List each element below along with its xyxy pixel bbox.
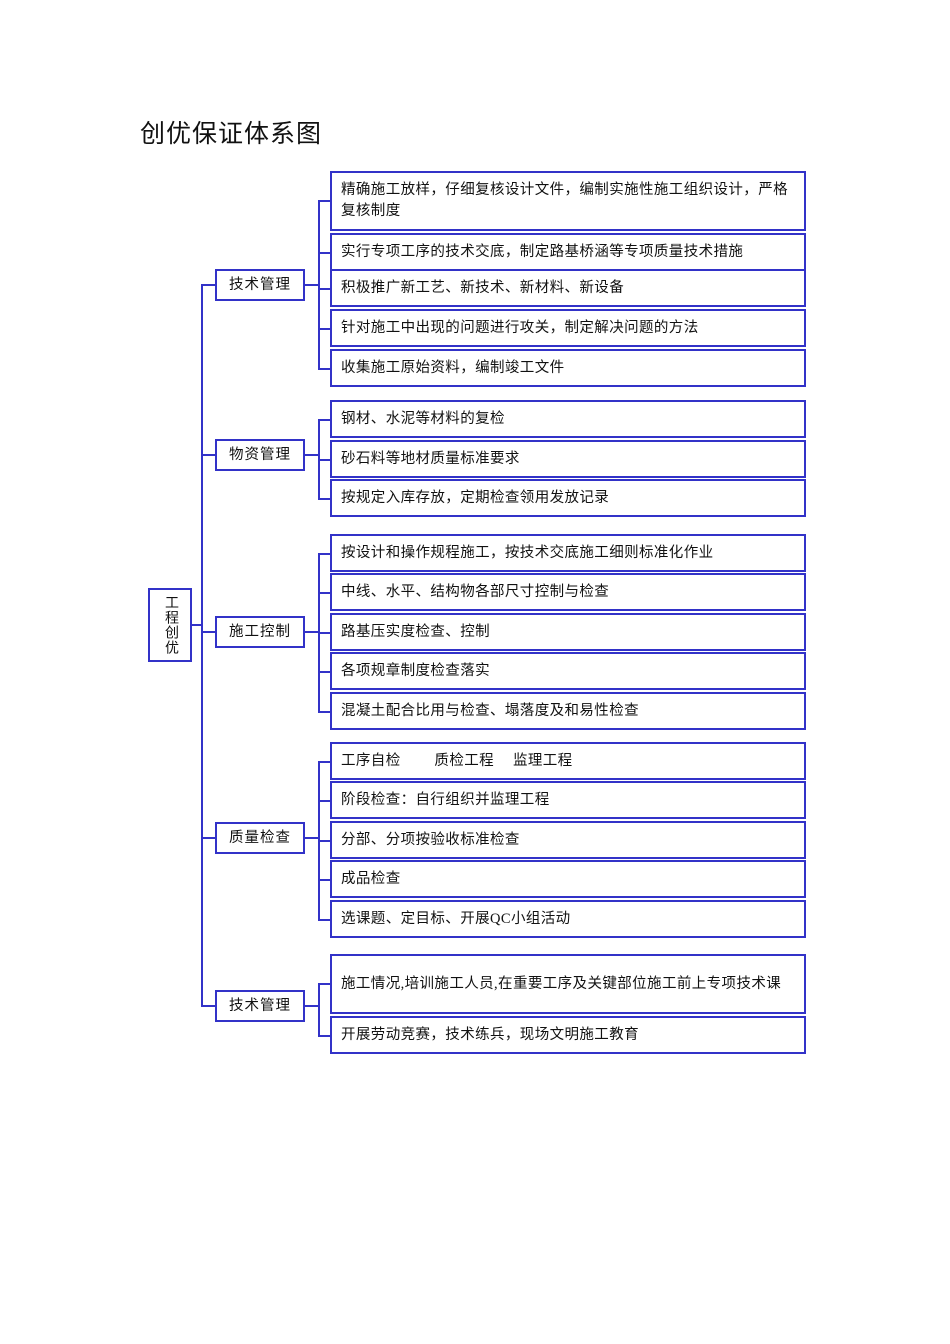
leaf-node-3-4[interactable]: 各项规章制度检查落实 <box>330 652 806 690</box>
root-node-label: 工程创优 <box>163 595 178 655</box>
category-node-1[interactable]: 技术管理 <box>215 269 305 301</box>
category-node-1-label: 技术管理 <box>229 276 291 293</box>
category-node-2[interactable]: 物资管理 <box>215 439 305 471</box>
leaf-node-1-1-label: 精确施工放样，仔细复核设计文件，编制实施性施工组织设计，严格复核制度 <box>341 182 788 219</box>
leaf-node-1-5-label: 收集施工原始资料，编制竣工文件 <box>341 359 565 376</box>
leaf-node-3-1-label: 按设计和操作规程施工，按技术交底施工细则标准化作业 <box>341 544 714 561</box>
leaf-node-4-3[interactable]: 分部、分项按验收标准检查 <box>330 821 806 859</box>
leaf-node-3-1[interactable]: 按设计和操作规程施工，按技术交底施工细则标准化作业 <box>330 534 806 572</box>
leaf-node-4-4-label: 成品检查 <box>341 870 401 887</box>
leaf-node-1-3[interactable]: 积极推广新工艺、新技术、新材料、新设备 <box>330 269 806 307</box>
leaf-node-1-4-label: 针对施工中出现的问题进行攻关，制定解决问题的方法 <box>341 319 699 336</box>
connector-spine-to-branch-3 <box>201 631 215 633</box>
connector-branch-5-out <box>305 1005 319 1007</box>
connector-branch-1-bracket <box>318 200 320 368</box>
connector-spine-to-branch-2 <box>201 454 215 456</box>
connector-branch-4-out <box>305 837 319 839</box>
connector-branch-4-stub-3 <box>318 840 331 842</box>
leaf-node-3-4-label: 各项规章制度检查落实 <box>341 662 490 679</box>
connector-branch-2-bracket <box>318 419 320 498</box>
leaf-node-3-5[interactable]: 混凝土配合比用与检查、塌落度及和易性检查 <box>330 692 806 730</box>
leaf-node-3-3[interactable]: 路基压实度检查、控制 <box>330 613 806 651</box>
leaf-node-5-1[interactable]: 施工情况,培训施工人员,在重要工序及关键部位施工前上专项技术课 <box>330 954 806 1014</box>
connector-branch-1-stub-2 <box>318 252 331 254</box>
connector-branch-1-stub-4 <box>318 328 331 330</box>
leaf-node-4-1[interactable]: 工序自检 质检工程 监理工程 <box>330 742 806 780</box>
connector-branch-2-stub-1 <box>318 419 331 421</box>
connector-branch-4-stub-4 <box>318 879 331 881</box>
category-node-5-label: 技术管理 <box>229 997 291 1014</box>
connector-branch-5-stub-2 <box>318 1035 331 1037</box>
connector-spine-to-branch-1 <box>201 284 215 286</box>
leaf-node-1-2[interactable]: 实行专项工序的技术交底，制定路基桥涵等专项质量技术措施 <box>330 233 806 271</box>
connector-branch-1-stub-5 <box>318 368 331 370</box>
leaf-node-1-2-label: 实行专项工序的技术交底，制定路基桥涵等专项质量技术措施 <box>341 243 744 260</box>
leaf-node-2-1-label: 钢材、水泥等材料的复检 <box>341 410 505 427</box>
root-node-engineering-excellence[interactable]: 工程创优 <box>148 588 192 662</box>
leaf-node-3-2-label: 中线、水平、结构物各部尺寸控制与检查 <box>341 583 610 600</box>
leaf-node-1-3-label: 积极推广新工艺、新技术、新材料、新设备 <box>341 279 625 296</box>
connector-branch-2-out <box>305 454 319 456</box>
leaf-node-3-2[interactable]: 中线、水平、结构物各部尺寸控制与检查 <box>330 573 806 611</box>
leaf-node-5-2-label: 开展劳动竞赛，技术练兵，现场文明施工教育 <box>341 1026 639 1043</box>
leaf-node-4-4[interactable]: 成品检查 <box>330 860 806 898</box>
leaf-node-4-2-label: 阶段检查：自行组织并监理工程 <box>341 791 550 808</box>
connector-spine-to-branch-4 <box>201 837 215 839</box>
category-node-4[interactable]: 质量检查 <box>215 822 305 854</box>
connector-branch-3-stub-5 <box>318 711 331 713</box>
connector-branch-2-stub-2 <box>318 459 331 461</box>
leaf-node-4-5[interactable]: 选课题、定目标、开展QC小组活动 <box>330 900 806 938</box>
connector-branch-4-stub-5 <box>318 919 331 921</box>
connector-branch-3-out <box>305 631 319 633</box>
connector-branch-1-out <box>305 284 319 286</box>
leaf-node-1-1[interactable]: 精确施工放样，仔细复核设计文件，编制实施性施工组织设计，严格复核制度 <box>330 171 806 231</box>
connector-branch-1-stub-3 <box>318 288 331 290</box>
leaf-node-4-3-label: 分部、分项按验收标准检查 <box>341 831 520 848</box>
leaf-node-2-2[interactable]: 砂石料等地材质量标准要求 <box>330 440 806 478</box>
connector-branch-1-stub-1 <box>318 200 331 202</box>
category-node-5[interactable]: 技术管理 <box>215 990 305 1022</box>
leaf-node-2-1[interactable]: 钢材、水泥等材料的复检 <box>330 400 806 438</box>
leaf-node-3-3-label: 路基压实度检查、控制 <box>341 623 490 640</box>
category-node-2-label: 物资管理 <box>229 446 291 463</box>
leaf-node-2-2-label: 砂石料等地材质量标准要求 <box>341 450 520 467</box>
connector-branch-5-stub-1 <box>318 983 331 985</box>
leaf-node-2-3-label: 按规定入库存放，定期检查领用发放记录 <box>341 489 610 506</box>
leaf-node-5-2[interactable]: 开展劳动竞赛，技术练兵，现场文明施工教育 <box>330 1016 806 1054</box>
connector-branch-3-stub-1 <box>318 553 331 555</box>
leaf-node-4-1-label: 工序自检 质检工程 监理工程 <box>341 752 573 769</box>
connector-branch-3-stub-3 <box>318 632 331 634</box>
connector-branch-5-bracket <box>318 983 320 1035</box>
connector-branch-4-stub-1 <box>318 761 331 763</box>
connector-spine-to-branch-5 <box>201 1005 215 1007</box>
leaf-node-2-3[interactable]: 按规定入库存放，定期检查领用发放记录 <box>330 479 806 517</box>
leaf-node-1-4[interactable]: 针对施工中出现的问题进行攻关，制定解决问题的方法 <box>330 309 806 347</box>
connector-branch-4-stub-2 <box>318 800 331 802</box>
category-node-4-label: 质量检查 <box>229 829 291 846</box>
leaf-node-5-1-label: 施工情况,培训施工人员,在重要工序及关键部位施工前上专项技术课 <box>341 975 782 992</box>
connector-branch-3-stub-2 <box>318 592 331 594</box>
connector-root-to-spine <box>192 624 202 626</box>
category-node-3-label: 施工控制 <box>229 623 291 640</box>
page-title: 创优保证体系图 <box>140 119 323 148</box>
leaf-node-4-2[interactable]: 阶段检查：自行组织并监理工程 <box>330 781 806 819</box>
leaf-node-3-5-label: 混凝土配合比用与检查、塌落度及和易性检查 <box>341 702 639 719</box>
leaf-node-4-5-label: 选课题、定目标、开展QC小组活动 <box>341 910 571 927</box>
leaf-node-1-5[interactable]: 收集施工原始资料，编制竣工文件 <box>330 349 806 387</box>
connector-main-spine <box>201 285 203 1007</box>
connector-branch-3-stub-4 <box>318 671 331 673</box>
category-node-3[interactable]: 施工控制 <box>215 616 305 648</box>
connector-branch-2-stub-3 <box>318 498 331 500</box>
